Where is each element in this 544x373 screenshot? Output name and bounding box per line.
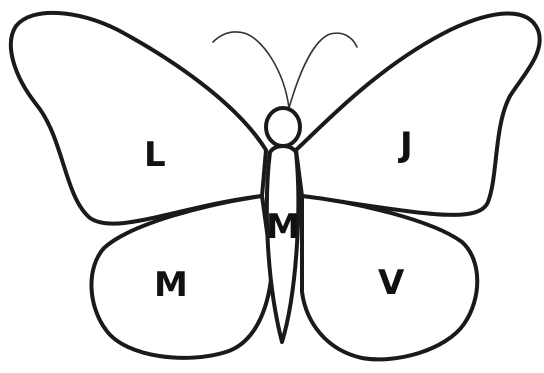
left-antenna bbox=[213, 32, 289, 108]
label-upper-left-wing: L bbox=[144, 135, 166, 175]
upper-left-wing bbox=[11, 13, 266, 224]
label-body: M bbox=[266, 207, 300, 247]
butterfly-head bbox=[266, 108, 300, 146]
label-lower-right-wing: V bbox=[378, 263, 405, 303]
upper-right-wing bbox=[296, 13, 540, 214]
label-upper-right-wing: J bbox=[398, 125, 413, 165]
right-antenna bbox=[289, 33, 357, 108]
label-lower-left-wing: M bbox=[154, 265, 188, 305]
